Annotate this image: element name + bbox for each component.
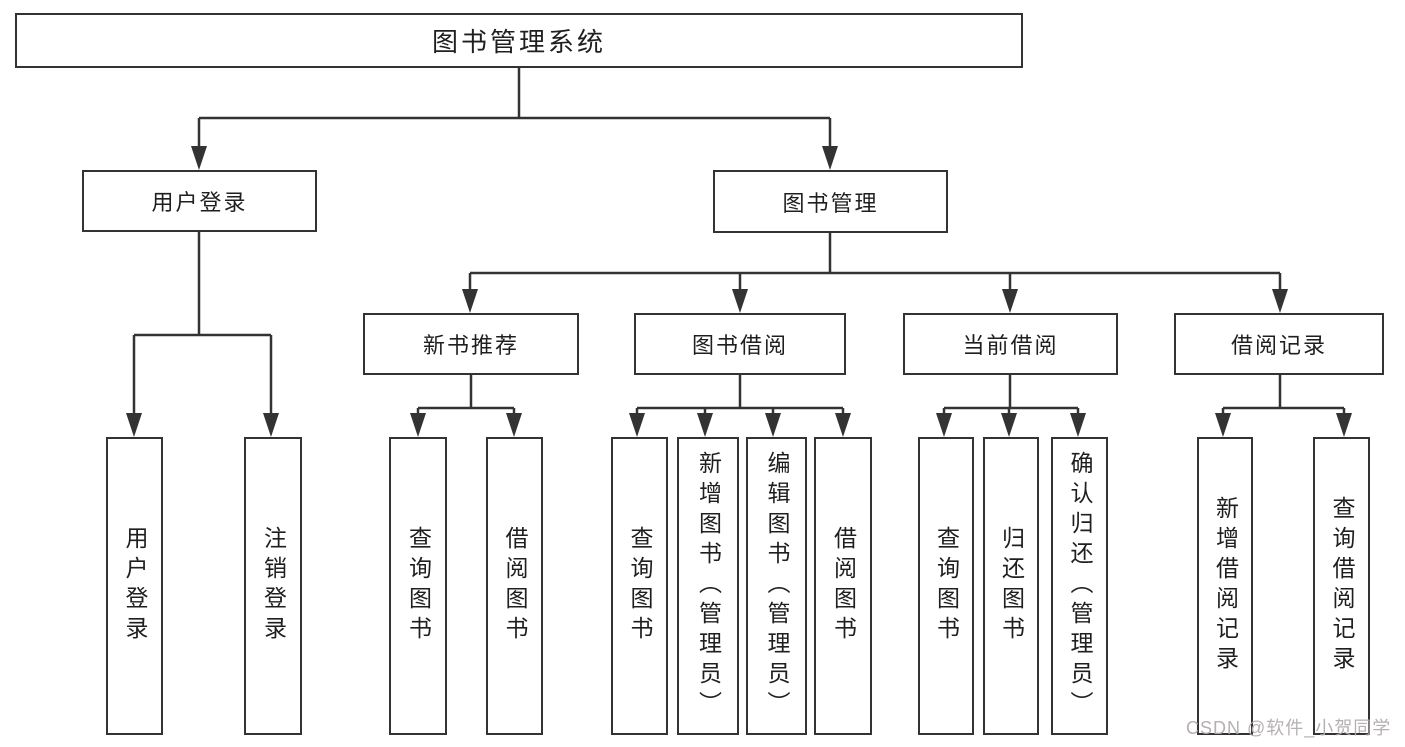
node-label: 注销登录 [260, 526, 287, 646]
leaf-query-books-current: 查询图书 [918, 437, 974, 735]
arrow-down-icon [1272, 289, 1288, 313]
csdn-watermark: CSDN @软件_小贺同学 [1186, 718, 1392, 738]
leaf-query-books-borrow: 查询图书 [611, 437, 668, 735]
arrow-down-icon [191, 146, 207, 170]
node-label: 查询借阅记录 [1329, 496, 1355, 676]
connector-line [416, 375, 516, 414]
node-new-book-recommend: 新书推荐 [363, 313, 579, 375]
node-label: 图书管理系统 [431, 27, 606, 57]
arrow-down-icon [936, 413, 952, 437]
node-label: 图书借阅 [691, 333, 788, 358]
node-label: 新增图书（管理员） [695, 451, 722, 721]
connector-book-management-to-level3 [462, 233, 1288, 313]
leaf-borrow-books-recommend: 借阅图书 [486, 437, 543, 735]
node-label: 图书管理 [782, 190, 879, 216]
node-label: 查询图书 [405, 526, 432, 646]
arrow-down-icon [1001, 413, 1017, 437]
leaf-query-books-recommend: 查询图书 [389, 437, 447, 735]
arrow-down-icon [732, 289, 748, 313]
leaf-edit-book-admin: 编辑图书（管理员） [746, 437, 807, 735]
connector-root-to-level2 [191, 68, 838, 170]
arrow-down-icon [263, 413, 279, 437]
node-label: 查询图书 [627, 526, 653, 646]
node-label: 编辑图书（管理员） [764, 451, 790, 721]
arrow-down-icon [822, 146, 838, 170]
connector-line [1221, 375, 1346, 414]
connector-line [197, 68, 832, 148]
node-label: 借阅图书 [502, 526, 528, 646]
node-current-borrow: 当前借阅 [903, 313, 1118, 375]
leaf-borrow-books: 借阅图书 [814, 437, 872, 735]
connector-line [635, 375, 845, 414]
node-label: 当前借阅 [962, 333, 1059, 358]
node-label: 查询图书 [933, 526, 960, 646]
connector-recommend-to-leaves [410, 375, 522, 437]
leaf-logout: 注销登录 [244, 437, 302, 735]
leaf-add-book-admin: 新增图书（管理员） [677, 437, 739, 735]
connector-line [468, 233, 1282, 290]
connector-records-to-leaves [1215, 375, 1352, 437]
node-label: 借阅记录 [1230, 333, 1327, 358]
node-label: 用户登录 [151, 190, 248, 215]
connector-user-login-to-leaves [126, 232, 279, 437]
connector-current-to-leaves [936, 375, 1086, 437]
arrow-down-icon [1070, 413, 1086, 437]
node-label: 新书推荐 [422, 333, 519, 358]
node-book-borrow: 图书借阅 [634, 313, 846, 375]
arrow-down-icon [629, 413, 645, 437]
arrow-down-icon [1336, 413, 1352, 437]
arrow-down-icon [506, 413, 522, 437]
arrow-down-icon [126, 413, 142, 437]
arrow-down-icon [765, 413, 781, 437]
connector-line [132, 232, 273, 414]
node-label: 新增借阅记录 [1212, 496, 1239, 676]
leaf-return-book: 归还图书 [983, 437, 1039, 735]
arrow-down-icon [1002, 289, 1018, 313]
arrow-down-icon [1215, 413, 1231, 437]
connector-line [942, 375, 1080, 414]
arrow-down-icon [835, 413, 851, 437]
leaf-user-login: 用户登录 [106, 437, 163, 735]
node-label: 用户登录 [122, 526, 148, 646]
connector-borrow-to-leaves [629, 375, 851, 437]
arrow-down-icon [462, 289, 478, 313]
leaf-add-borrow-record: 新增借阅记录 [1197, 437, 1253, 735]
node-label: 借阅图书 [830, 526, 857, 646]
node-label: 确认归还（管理员） [1067, 451, 1093, 721]
node-root: 图书管理系统 [15, 13, 1023, 68]
leaf-confirm-return-admin: 确认归还（管理员） [1051, 437, 1108, 735]
arrow-down-icon [410, 413, 426, 437]
node-book-management: 图书管理 [713, 170, 948, 233]
node-user-login: 用户登录 [82, 170, 317, 232]
node-label: 归还图书 [998, 526, 1025, 646]
arrow-down-icon [697, 413, 713, 437]
leaf-query-borrow-record: 查询借阅记录 [1313, 437, 1370, 735]
node-borrow-records: 借阅记录 [1174, 313, 1384, 375]
